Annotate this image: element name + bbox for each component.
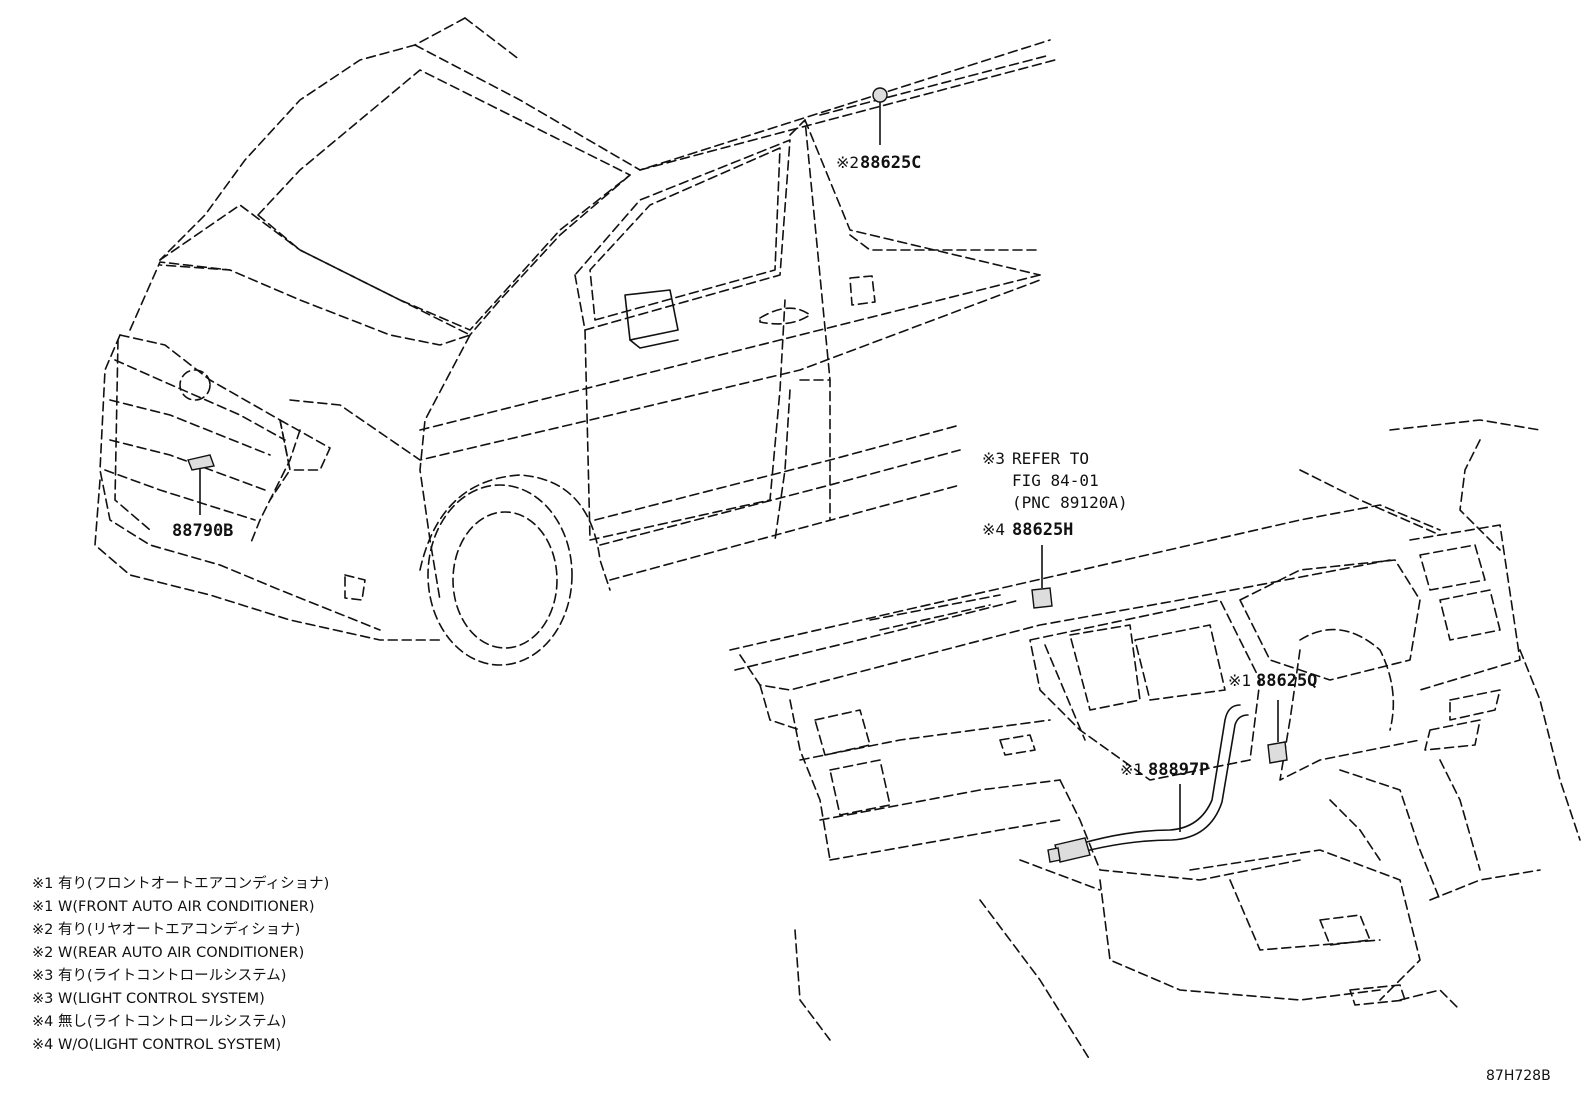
callout-88790B: 88790B [172, 521, 233, 541]
legend-line: ※3 有り(ライトコントロールシステム) [32, 967, 286, 984]
refer-line3: (PNC 89120A) [1012, 493, 1128, 512]
callout-88897P-mark: ※1 [1120, 760, 1143, 779]
legend-line: ※1 W(FRONT AUTO AIR CONDITIONER) [32, 899, 315, 915]
refer-line1: REFER TO [1012, 449, 1089, 468]
van-exterior-drawing [94, 17, 1056, 666]
callout-88897P: ※1 88897P [1120, 760, 1209, 780]
callout-88625C: ※2 88625C [836, 153, 921, 173]
callout-88625H-code: 88625H [1012, 520, 1073, 540]
legend-line: ※1 有り(フロントオートエアコンディショナ) [32, 874, 329, 892]
refer-line2: FIG 84-01 [1012, 471, 1099, 490]
legend: ※1 有り(フロントオートエアコンディショナ) ※1 W(FRONT AUTO … [32, 874, 329, 1053]
callout-88625H-mark: ※4 [982, 520, 1005, 539]
legend-line: ※2 W(REAR AUTO AIR CONDITIONER) [32, 945, 304, 961]
legend-line: ※3 W(LIGHT CONTROL SYSTEM) [32, 991, 265, 1007]
callout-88625Q-code: 88625Q [1256, 671, 1317, 691]
callout-88625C-code: 88625C [860, 153, 921, 173]
callout-88625Q: ※1 88625Q [1228, 671, 1317, 691]
callout-88790B-code: 88790B [172, 521, 233, 541]
legend-line: ※4 無し(ライトコントロールシステム) [32, 1013, 286, 1030]
callout-88625H: ※4 88625H [982, 520, 1073, 540]
figure-id: 87H728B [1486, 1068, 1551, 1084]
legend-line: ※2 有り(リヤオートエアコンディショナ) [32, 920, 300, 938]
callout-88625Q-mark: ※1 [1228, 671, 1251, 690]
dashboard-drawing [729, 419, 1581, 1061]
callout-refer: ※3 REFER TO FIG 84-01 (PNC 89120A) [982, 449, 1128, 512]
callout-88625C-mark: ※2 [836, 153, 859, 172]
legend-line: ※4 W/O(LIGHT CONTROL SYSTEM) [32, 1037, 281, 1053]
callout-88897P-code: 88897P [1148, 760, 1209, 780]
refer-mark: ※3 [982, 449, 1005, 468]
